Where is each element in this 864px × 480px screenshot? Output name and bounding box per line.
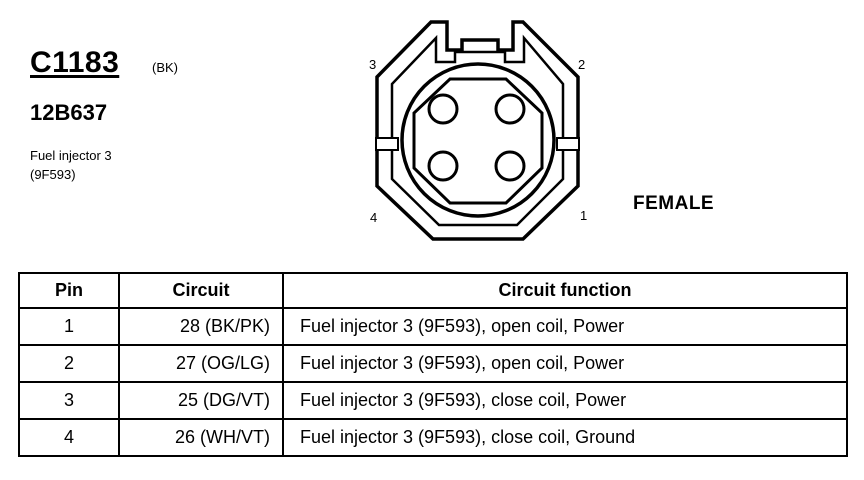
header-pin: Pin [18,272,120,309]
pin-cavity-2 [494,93,526,125]
connector-id: C1183 [30,46,120,79]
cell-pin: 3 [18,381,120,420]
table-row: 2 27 (OG/LG) Fuel injector 3 (9F593), op… [18,344,848,383]
pin-cavity-octagon [412,77,544,205]
connector-description-part: (9F593) [30,167,76,182]
part-number: 12B637 [30,100,108,125]
pin-label-1: 1 [580,208,587,223]
cell-function: Fuel injector 3 (9F593), open coil, Powe… [282,307,848,346]
latch-right [556,137,580,151]
cell-circuit: 25 (DG/VT) [118,381,284,420]
cell-function: Fuel injector 3 (9F593), open coil, Powe… [282,344,848,383]
table-row: 3 25 (DG/VT) Fuel injector 3 (9F593), cl… [18,381,848,420]
cell-function: Fuel injector 3 (9F593), close coil, Gro… [282,418,848,457]
cell-pin: 4 [18,418,120,457]
header-function: Circuit function [282,272,848,309]
connector-description: Fuel injector 3 [30,148,112,163]
pin-label-3: 3 [369,57,376,72]
connector-housing-inner [390,34,565,227]
connector-color: (BK) [152,60,178,75]
pin-cavity-1 [494,150,526,182]
pin-label-2: 2 [578,57,585,72]
connector-face-diagram: 3 2 4 1 [369,20,587,241]
gender-label: FEMALE [633,193,715,214]
table-row: 1 28 (BK/PK) Fuel injector 3 (9F593), op… [18,307,848,346]
cell-circuit: 28 (BK/PK) [118,307,284,346]
cell-circuit: 26 (WH/VT) [118,418,284,457]
table-header-row: Pin Circuit Circuit function [18,272,848,309]
header-circuit: Circuit [118,272,284,309]
pin-label-4: 4 [370,210,377,225]
cell-pin: 1 [18,307,120,346]
table-row: 4 26 (WH/VT) Fuel injector 3 (9F593), cl… [18,418,848,457]
cell-pin: 2 [18,344,120,383]
cell-circuit: 27 (OG/LG) [118,344,284,383]
pin-cavity-4 [427,150,459,182]
mating-face-ring [400,62,556,218]
pin-circuit-table: Pin Circuit Circuit function 1 28 (BK/PK… [18,272,848,457]
connector-housing-outer [375,20,580,241]
pin-cavity-3 [427,93,459,125]
latch-left [375,137,399,151]
cell-function: Fuel injector 3 (9F593), close coil, Pow… [282,381,848,420]
